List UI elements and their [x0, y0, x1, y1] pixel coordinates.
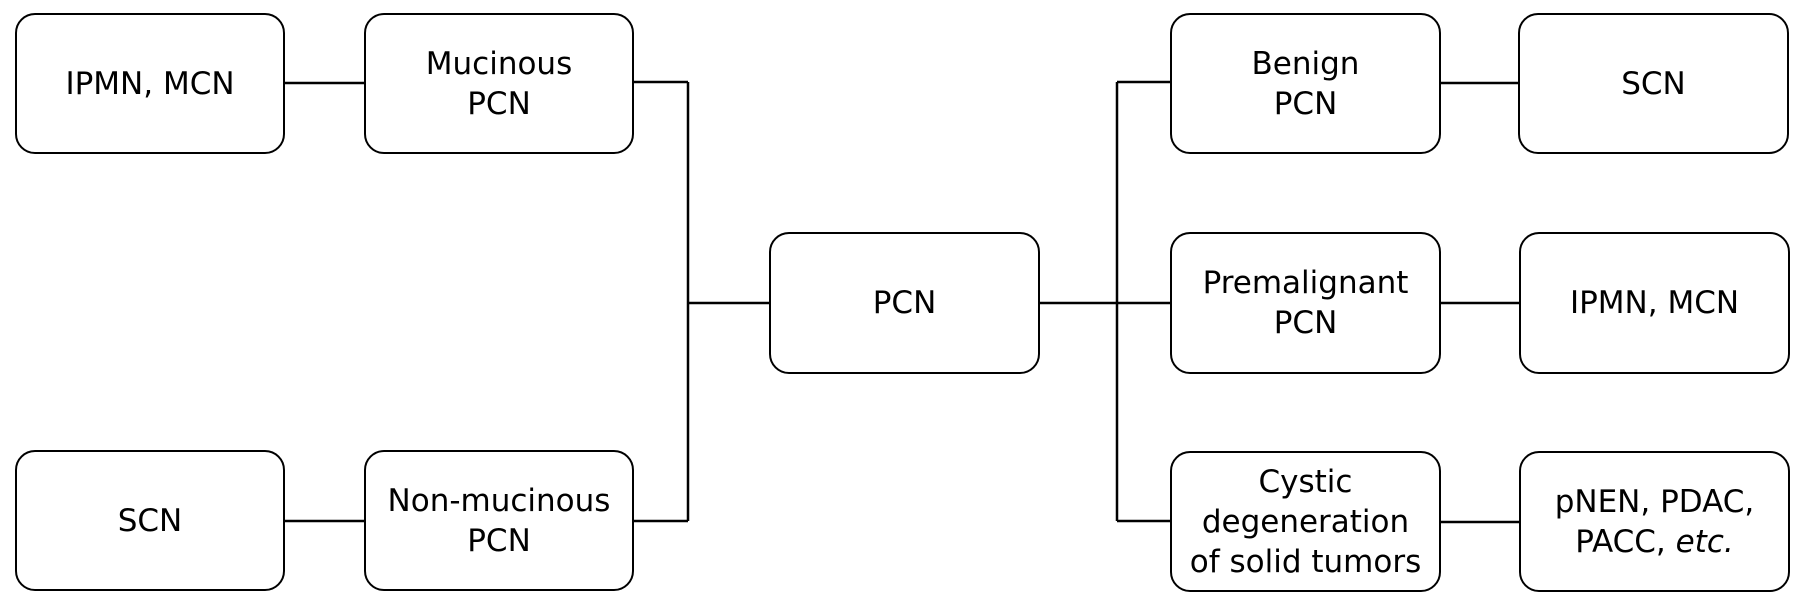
scn-node-right: SCN: [1518, 13, 1789, 154]
ipmn-mcn-node-left: IPMN, MCN: [15, 13, 285, 154]
etc-italic-text: etc.: [1675, 523, 1734, 560]
benign-pcn-label: Benign PCN: [1251, 45, 1360, 122]
scn-node-right-label: SCN: [1621, 65, 1686, 102]
premalignant-pcn-label: Premalignant PCN: [1202, 265, 1409, 341]
premalignant-pcn-node: Premalignant PCN: [1170, 232, 1441, 374]
non-mucinous-pcn-node: Non-mucinous PCN: [364, 450, 634, 591]
ipmn-mcn-node-right-label: IPMN, MCN: [1569, 285, 1740, 321]
mucinous-pcn-label: Mucinous PCN: [425, 45, 573, 122]
scn-node-left-label: SCN: [117, 502, 183, 539]
pnen-pdac-pacc-label: pNEN, PDAC, PACC, etc.: [1555, 482, 1755, 562]
pnen-pdac-pacc-node: pNEN, PDAC, PACC, etc.: [1519, 451, 1790, 592]
cystic-degeneration-node: Cystic degeneration of solid tumors: [1170, 451, 1441, 592]
pcn-root-node: PCN: [769, 232, 1040, 374]
pcn-root-label: PCN: [872, 285, 937, 321]
non-mucinous-pcn-label: Non-mucinous PCN: [387, 482, 611, 559]
mucinous-pcn-node: Mucinous PCN: [364, 13, 634, 154]
cystic-degeneration-label: Cystic degeneration of solid tumors: [1189, 463, 1422, 580]
scn-node-left: SCN: [15, 450, 285, 591]
pnen-pdac-pacc-text: pNEN, PDAC, PACC,: [1554, 483, 1755, 560]
ipmn-mcn-node-left-label: IPMN, MCN: [65, 65, 235, 102]
ipmn-mcn-node-right: IPMN, MCN: [1519, 232, 1790, 374]
benign-pcn-node: Benign PCN: [1170, 13, 1441, 154]
